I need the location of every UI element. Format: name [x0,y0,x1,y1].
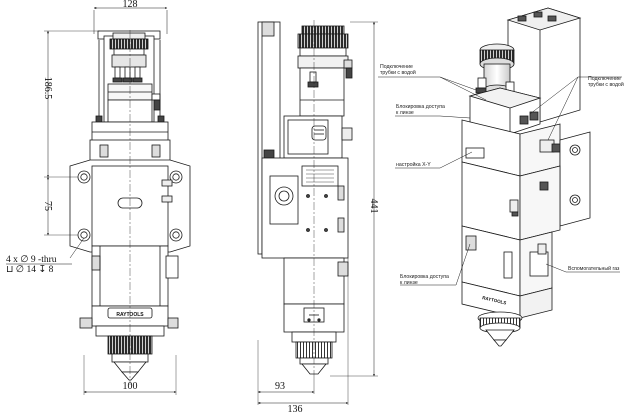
dim-upper-height: 186.5 [42,77,53,100]
callout-lens-lock-top-line2: к линзе [396,110,414,116]
isometric-view [461,7,591,347]
dim-total-height: 441 [368,199,379,214]
callout-water-right-line1: Подключение [588,76,621,82]
dim-bottom-width: 100 [123,381,138,392]
front-view [44,7,191,395]
hole-spec-line2: ⊔ ∅ 14 ↧ 8 [6,264,54,275]
callout-water-left-line1: Подключение [380,64,413,70]
callout-leaders [378,76,622,286]
dim-side-width: 136 [288,404,303,415]
hole-spec-line1: 4 x ∅ 9 -thru [6,254,57,265]
side-view [257,20,378,405]
callout-water-right-line2: трубки с водой [588,81,624,88]
dim-nozzle-offset: 93 [275,381,285,392]
callout-lens-lock-bottom-line2: к линзе [400,280,418,286]
callout-xy-adjust: настройка X-Y [396,161,431,168]
brand-logo-iso: RAYTOOLS [482,295,507,305]
callout-aux-gas: Вспомогательный газ [568,265,620,272]
callout-lens-lock-top-line1: Блокировка доступа [396,104,445,110]
callout-water-left-line2: трубки с водой [380,69,416,76]
brand-logo-front: RAYTOOLS [116,312,144,318]
callout-lens-lock-bottom-line1: Блокировка доступа [400,274,449,280]
dim-top-width: 128 [123,0,138,10]
dim-hole-pitch: 75 [42,201,53,211]
